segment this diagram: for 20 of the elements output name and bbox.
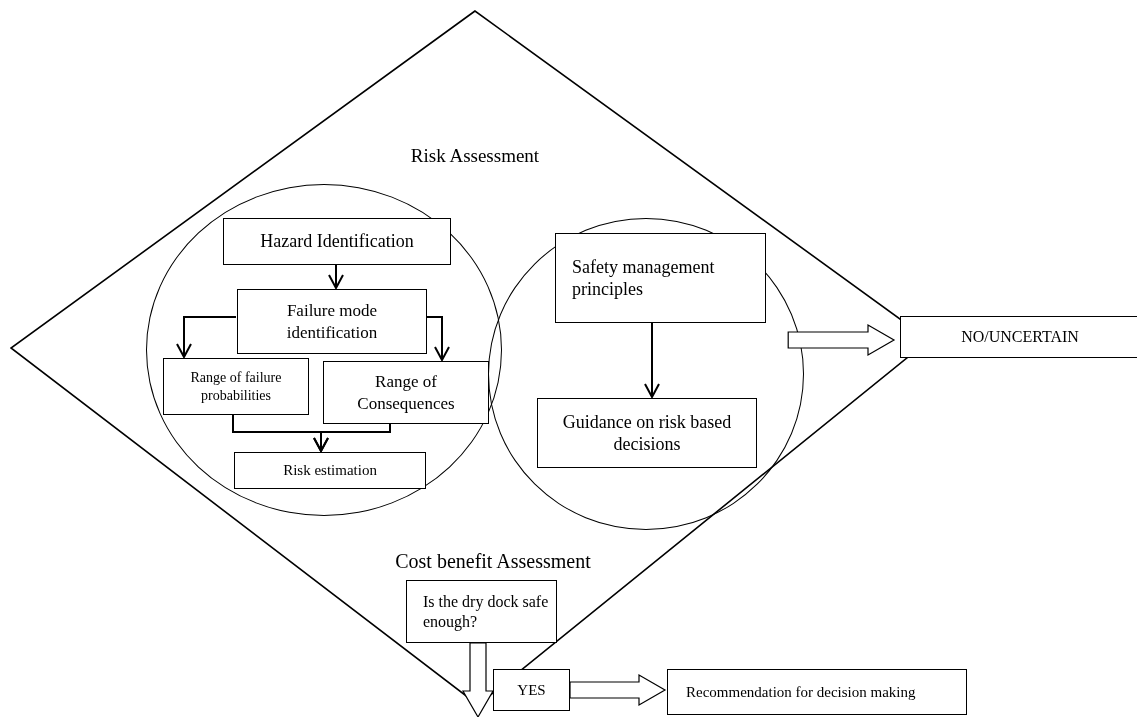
block-arrow [787,323,896,357]
process-box: Failure mode identification [237,289,427,354]
arrow [313,422,391,452]
process-box: Range of failure probabilities [163,358,309,415]
process-box: Guidance on risk based decisions [537,398,757,468]
arrow [425,316,450,361]
block-arrow [461,642,495,717]
arrow [644,321,660,398]
block-arrow [569,673,667,707]
arrow [176,316,237,358]
process-box: Hazard Identification [223,218,451,265]
process-box: YES [493,669,570,711]
process-box: NO/UNCERTAIN [900,316,1137,358]
process-box: Safety management principles [555,233,766,323]
process-box: Recommendation for decision making [667,669,967,715]
section-heading: Cost benefit Assessment [394,550,592,573]
arrow [328,263,344,289]
process-box: Risk estimation [234,452,426,489]
section-heading: Risk Assessment [409,145,541,167]
process-box: Range of Consequences [323,361,489,424]
